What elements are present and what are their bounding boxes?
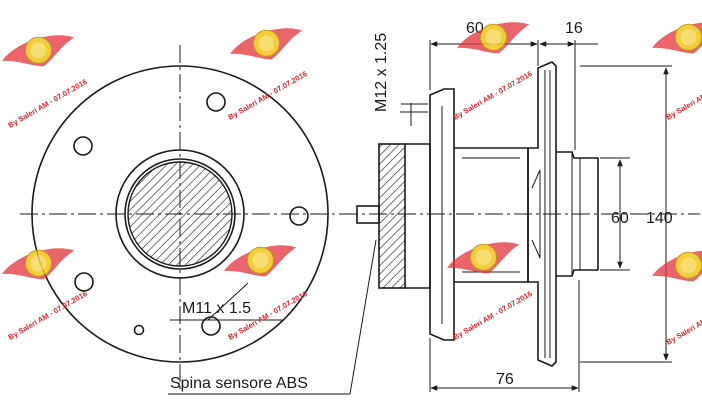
front-thread-label: M11 x 1.5 bbox=[182, 300, 251, 317]
abs-sensor-label: Spina sensore ABS bbox=[170, 375, 308, 392]
front-view bbox=[20, 45, 345, 390]
dimension-lines bbox=[168, 40, 672, 395]
side-view bbox=[340, 61, 700, 367]
watermark-text-1: By Saleri AM - 07.07.2016 bbox=[7, 77, 89, 130]
saleri-logo-6 bbox=[219, 235, 303, 289]
bolt-hole-1 bbox=[206, 92, 226, 112]
hub-inner-ring bbox=[124, 158, 236, 270]
watermark-text-7: By Saleri AM - 07.07.2016 bbox=[452, 289, 534, 342]
watermark-text-3: By Saleri AM - 07.07.2016 bbox=[452, 69, 534, 122]
hub-section-hatch bbox=[127, 161, 233, 267]
dimension-inner-diameter: 60 bbox=[611, 210, 629, 227]
watermark-text-8: By Saleri AM - 07.07.2016 bbox=[665, 294, 702, 347]
saleri-logo-5 bbox=[0, 238, 81, 292]
dimension-top-right: 16 bbox=[565, 20, 583, 37]
bolt-hole-4 bbox=[74, 272, 94, 292]
small-hole bbox=[133, 324, 145, 336]
disc-flange bbox=[527, 61, 557, 367]
hub-outer-ring bbox=[115, 149, 245, 279]
watermark-text-5: By Saleri AM - 07.07.2016 bbox=[7, 289, 89, 342]
saleri-logo-8 bbox=[647, 240, 702, 294]
bolt-hole-2 bbox=[73, 136, 93, 156]
watermark-text-2: By Saleri AM - 07.07.2016 bbox=[227, 69, 309, 122]
dimension-outer-diameter: 140 bbox=[646, 210, 673, 227]
flange-outline bbox=[31, 65, 329, 363]
thread-vertical-label: M12 x 1.25 bbox=[373, 33, 390, 112]
bolt-hole-3 bbox=[289, 206, 309, 226]
saleri-logo-7 bbox=[442, 232, 526, 286]
dimension-bottom-width: 76 bbox=[496, 371, 514, 388]
saleri-logo-2 bbox=[225, 18, 309, 72]
saleri-logo-1 bbox=[0, 25, 81, 79]
left-flange bbox=[429, 88, 455, 341]
saleri-logo-4 bbox=[647, 12, 702, 66]
body-step bbox=[405, 143, 431, 289]
watermark-group bbox=[0, 12, 702, 294]
abs-ring-section bbox=[378, 143, 406, 289]
watermark-text-4: By Saleri AM - 07.07.2016 bbox=[665, 69, 702, 122]
